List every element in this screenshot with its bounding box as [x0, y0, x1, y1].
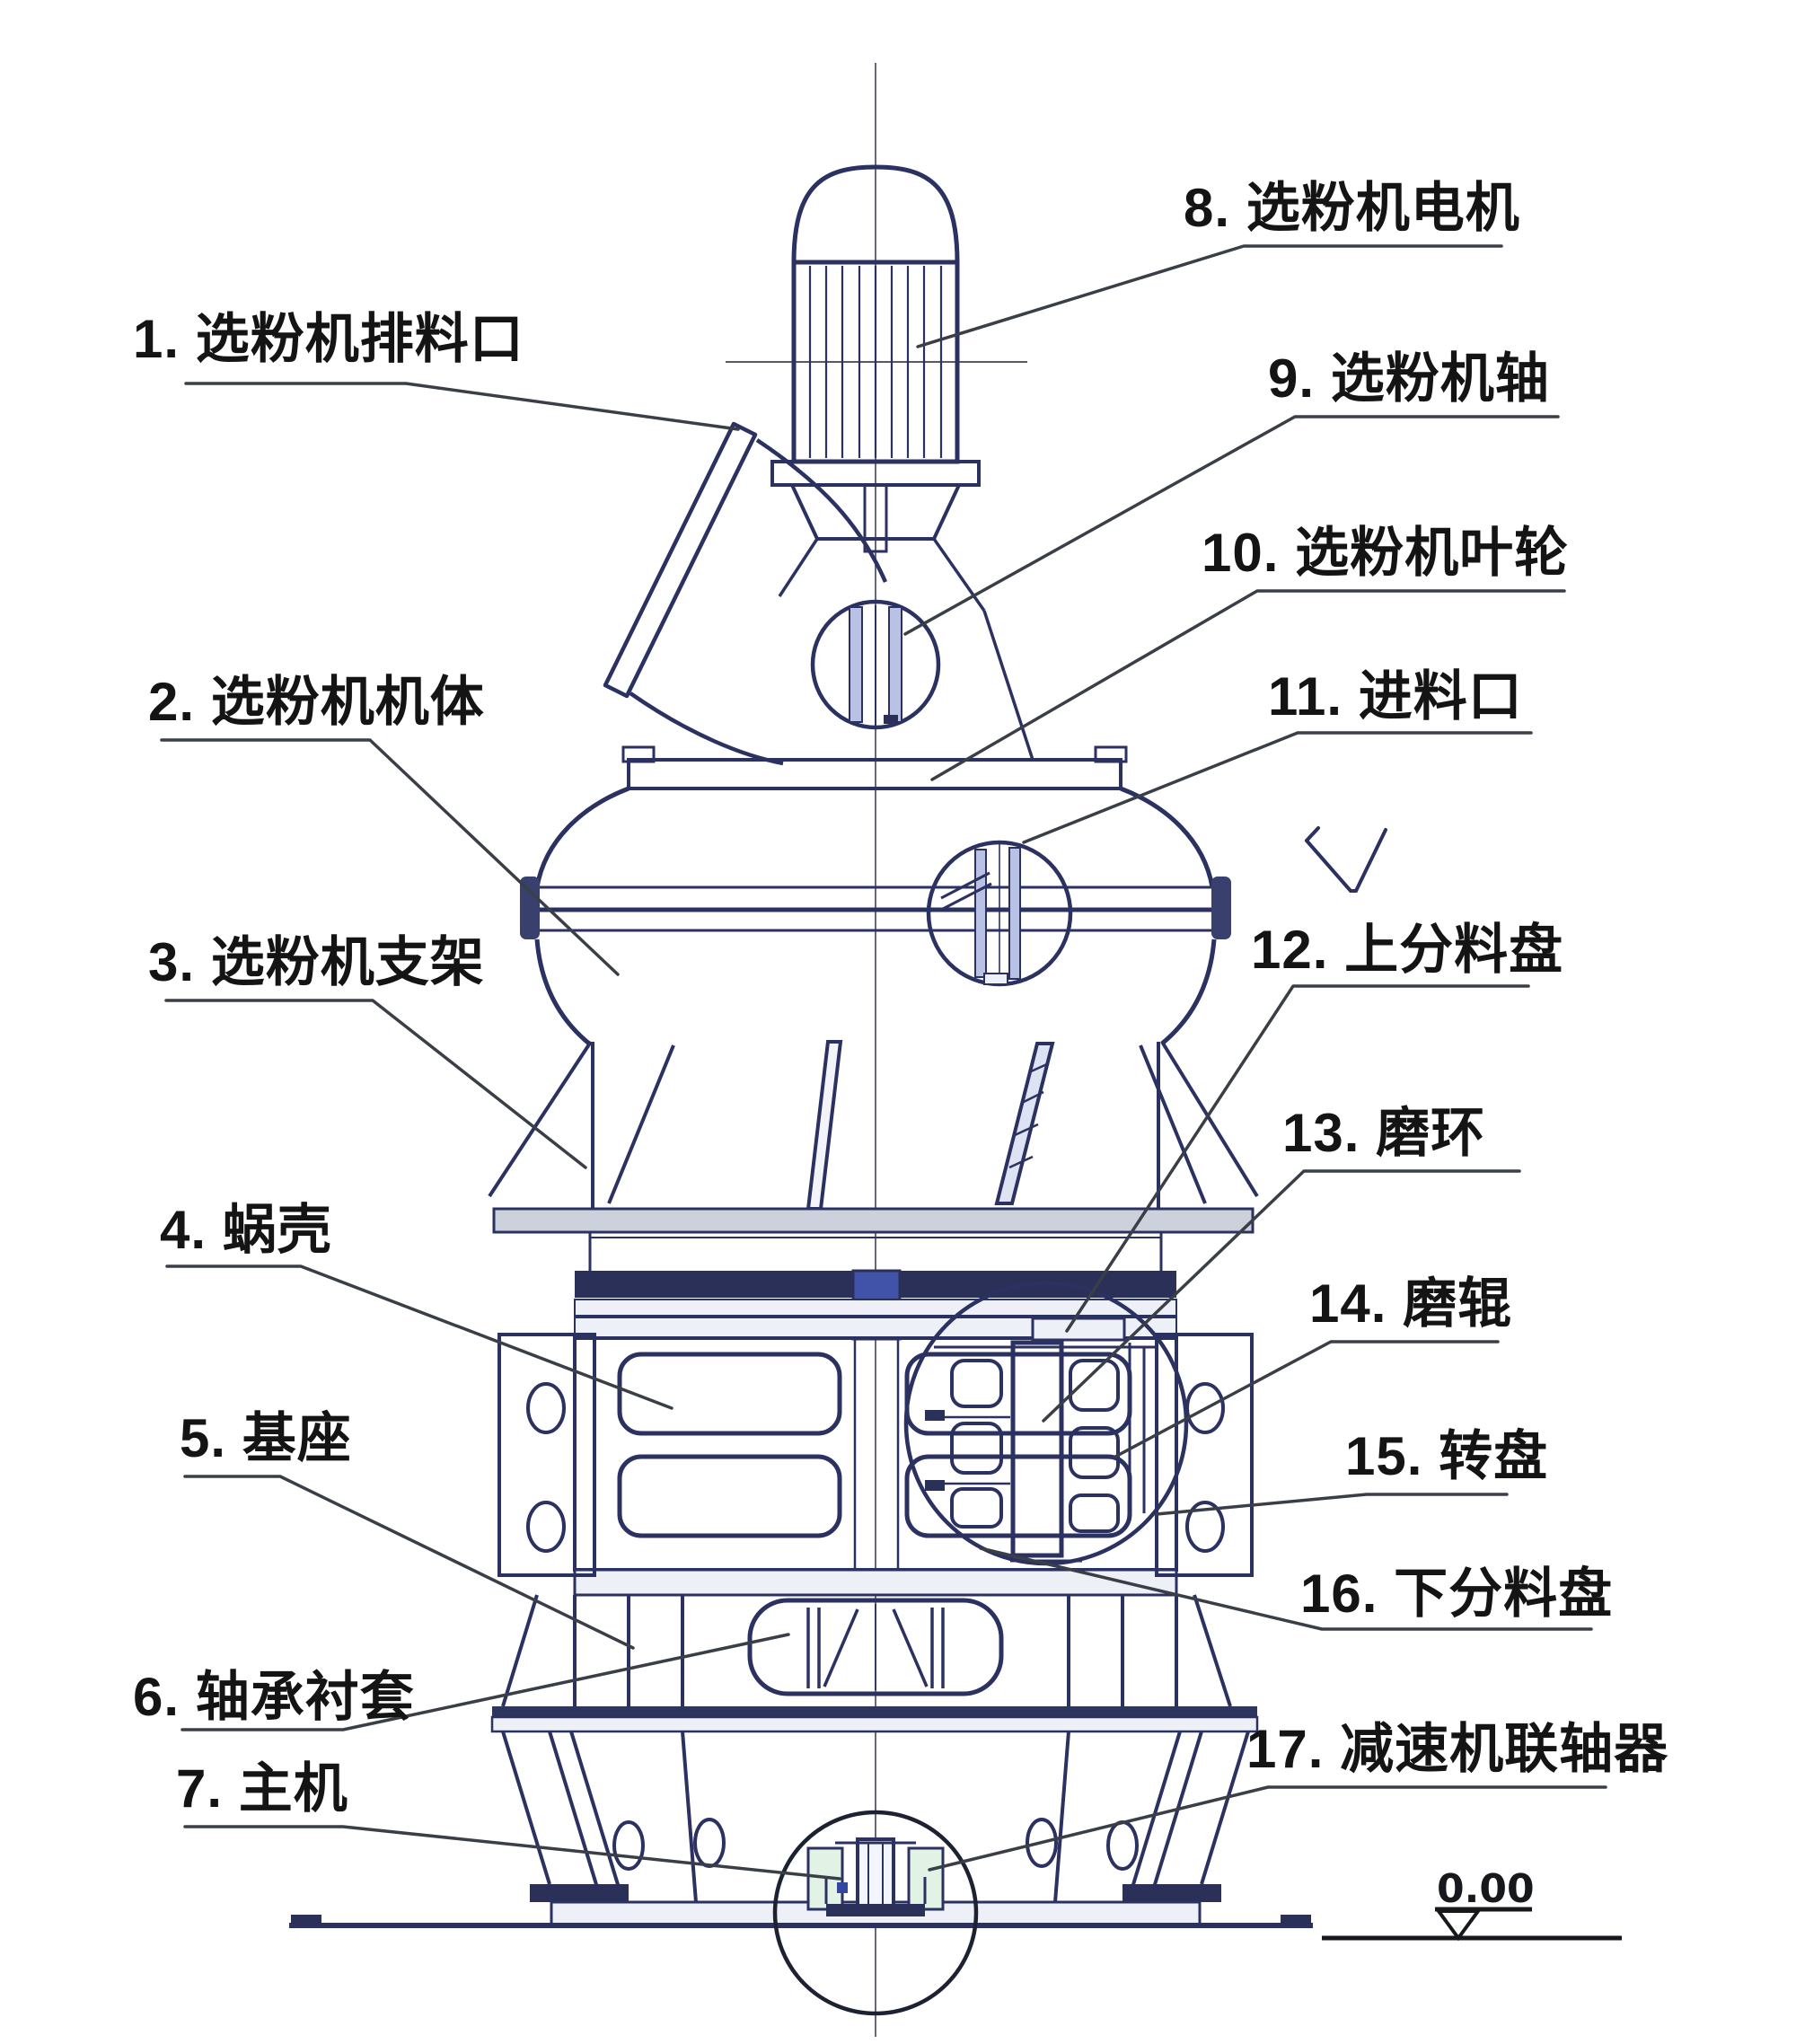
elevation-triangle-icon	[1435, 1909, 1482, 1942]
flange-end-cap-left	[520, 877, 540, 939]
leader-line-17	[928, 1785, 1607, 1872]
label-2: 2. 选粉机机体	[148, 672, 485, 732]
leader-line-2	[160, 738, 620, 976]
label-8: 8. 选粉机电机	[1184, 178, 1520, 238]
leader-line-8	[916, 244, 1503, 348]
dome-flange-band	[533, 885, 1216, 911]
leader-line-11	[1022, 731, 1533, 844]
bottom-deck-dark	[492, 1706, 1257, 1717]
motor-fins	[808, 266, 943, 458]
separator-shaft	[849, 606, 863, 723]
grinding-ring-segment	[1069, 1426, 1120, 1479]
label-5: 5. 基座	[180, 1408, 352, 1468]
leader-line-9	[903, 415, 1560, 636]
label-11: 11. 进料口	[1268, 666, 1523, 727]
separator-body	[520, 745, 1231, 1045]
leader-line-10	[930, 589, 1566, 781]
label-16: 16. 下分料盘	[1300, 1564, 1613, 1624]
discharge-flange	[603, 421, 758, 699]
skirt-hole	[1026, 1818, 1058, 1868]
grinding-roller	[950, 1359, 1003, 1408]
leader-line-13	[1042, 1169, 1521, 1423]
shaft-cutaway-circle	[810, 599, 941, 730]
grinding-roller	[950, 1422, 1003, 1475]
label-3: 3. 选粉机支架	[148, 932, 485, 992]
leader-lines	[160, 244, 1607, 1881]
label-4: 4. 蜗壳	[160, 1200, 332, 1260]
label-12: 12. 上分料盘	[1251, 920, 1563, 980]
separator-support-struts	[488, 1040, 1259, 1211]
feed-spout	[1305, 826, 1387, 893]
label-6: 6. 轴承衬套	[133, 1667, 415, 1727]
reducer-coupling	[856, 1837, 895, 1911]
elevation-value: 0.00	[1437, 1866, 1535, 1912]
elevation-marker: 0.00	[1322, 1866, 1622, 1942]
shaft-nut	[884, 715, 898, 724]
flange-end-cap-right	[1211, 877, 1231, 939]
bearing-bushing	[823, 1608, 859, 1687]
leader-line-7	[183, 1825, 841, 1881]
coupling-detail-circle	[772, 1810, 979, 2016]
bolt-hole	[526, 1382, 566, 1434]
label-17: 17. 减速机联轴器	[1246, 1719, 1668, 1779]
foot-pad-left	[530, 1884, 629, 1902]
separator-motor	[770, 164, 1034, 761]
label-9: 9. 选粉机轴	[1268, 348, 1550, 409]
chamber-slat	[617, 1352, 842, 1436]
dome-top-flange	[627, 758, 1122, 790]
leader-line-12	[1065, 984, 1530, 1333]
bolt-plate-right	[1155, 1333, 1254, 1577]
lower-housing	[501, 1594, 1232, 1707]
leader-line-5	[183, 1475, 635, 1650]
skirt-hole	[1106, 1820, 1139, 1871]
coupling-base	[826, 1904, 925, 1916]
inlet-bracket	[983, 973, 1008, 985]
foot-pad-right	[1122, 1884, 1221, 1902]
label-14: 14. 磨辊	[1309, 1273, 1512, 1334]
grinding-detail-circle	[903, 1281, 1189, 1566]
leader-line-1	[184, 382, 740, 431]
chamber-slat	[617, 1454, 842, 1538]
bolt-hole	[526, 1501, 566, 1553]
duct-upper-edge	[755, 438, 888, 583]
grinding-ring-segment	[1069, 1359, 1120, 1412]
leader-line-14	[1114, 1340, 1500, 1458]
label-1: 1. 选粉机排料口	[133, 309, 524, 369]
label-15: 15. 转盘	[1345, 1426, 1548, 1486]
leader-line-3	[164, 999, 587, 1169]
leader-line-4	[165, 1264, 674, 1410]
grinding-ring-segment	[1069, 1493, 1120, 1533]
coupling-bolt	[837, 1882, 848, 1893]
turntable-column	[1010, 1340, 1064, 1558]
bearing-housing-window	[747, 1598, 1004, 1696]
leader-line-15	[1155, 1493, 1509, 1516]
skirt-hole	[693, 1818, 726, 1868]
skirt-hole	[612, 1820, 645, 1871]
deck-band	[492, 1207, 1255, 1234]
bolt-plate-left	[497, 1333, 596, 1577]
bottom-deck-light	[490, 1715, 1259, 1733]
discharge-duct	[603, 421, 888, 766]
upper-distribution-plate	[1031, 1317, 1126, 1342]
grinding-roller	[950, 1487, 1003, 1529]
feed-inlet-circle	[926, 840, 1073, 987]
volute-casing	[573, 1269, 1178, 1597]
leader-line-16	[979, 1546, 1593, 1631]
leader-line-6	[180, 1633, 790, 1731]
part-labels: 1. 选粉机排料口 2. 选粉机机体 3. 选粉机支架 4. 蜗壳 5. 基座 …	[133, 178, 1668, 1819]
separator-shaft-top	[863, 483, 888, 553]
label-10: 10. 选粉机叶轮	[1202, 523, 1569, 583]
side-bolt-plates	[497, 1333, 1254, 1577]
motor-cap	[791, 164, 960, 263]
label-13: 13. 磨环	[1282, 1103, 1485, 1163]
bolt-hole	[1185, 1501, 1225, 1553]
label-7: 7. 主机	[176, 1758, 348, 1819]
